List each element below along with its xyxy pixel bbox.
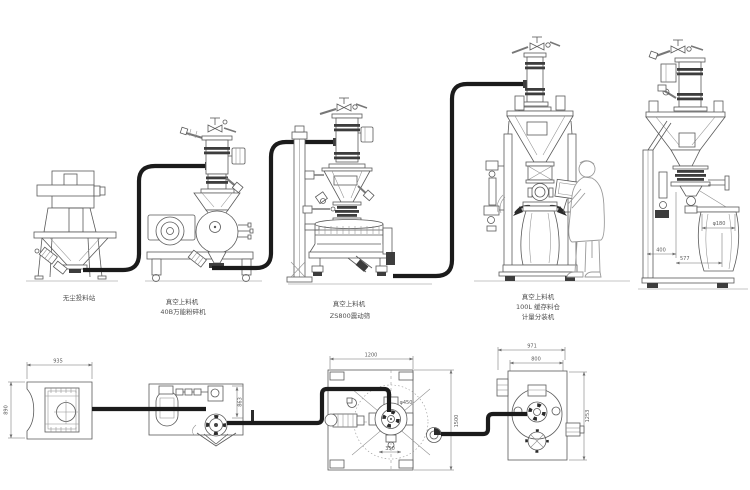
dim-plan4-depth: 1253	[585, 410, 591, 423]
dim-plan3-circle: φ450	[400, 400, 413, 406]
sampling-gun-icon	[187, 249, 207, 268]
station-labels: 无尘投料站 真空上料机 40B万能粉碎机 真空上料机 ZS800震动筛 真空上料…	[63, 292, 561, 321]
dim-plan3-offset: 350	[385, 446, 395, 452]
pulverizer-side-view	[145, 117, 262, 282]
feeding-station-side-view	[26, 170, 118, 282]
pipe-mill-to-sieve	[212, 139, 333, 271]
operator-figure	[566, 160, 605, 278]
plan-pipe-sieve-to-packer	[441, 411, 527, 437]
dim-plan3-depth: 1500	[454, 415, 460, 428]
dim-filler-diameter: φ180	[713, 221, 726, 227]
dim-plan3-width: 1200	[365, 353, 378, 359]
dim-plan1-width: 935	[53, 359, 63, 365]
plan-packer: 971 800 1253	[496, 344, 591, 461]
label-sieve: ZS800震动筛	[330, 311, 371, 320]
filler-side-view: φ180 400 577	[638, 39, 748, 290]
dim-filler-width: 400	[656, 248, 666, 254]
dim-plan4-inner: 800	[531, 357, 541, 363]
grate-ticks	[45, 388, 79, 432]
silo-packer-side-view	[474, 36, 630, 282]
sieve-side-view	[286, 97, 432, 285]
label-mill-feeder: 真空上料机	[166, 297, 199, 306]
dim-plan1-depth: 890	[4, 405, 10, 415]
dim-filler-depth: 577	[680, 256, 690, 262]
label-sieve-feeder: 真空上料机	[333, 299, 366, 308]
plan-pipe-mill-to-sieve	[227, 386, 392, 426]
plan-feeding-station: 935 890	[4, 359, 93, 440]
label-silo: 100L 缓存料仓	[516, 302, 561, 311]
filler-dimensions: φ180 400 577	[646, 192, 736, 267]
dim-plan2-depth: 863	[238, 397, 244, 407]
label-feeding-station: 无尘投料站	[63, 293, 96, 302]
label-packer: 计量分装机	[522, 312, 555, 321]
clamp-ring-ticks	[318, 226, 380, 234]
plan-sieve: 1200 1500 φ450 350	[324, 353, 460, 471]
pipe-sieve-to-silo	[393, 81, 524, 279]
label-mill: 40B万能粉碎机	[160, 307, 206, 316]
label-silo-feeder: 真空上料机	[522, 292, 555, 301]
pipe-station1-to-mill	[83, 163, 209, 273]
sampling-gun-icon	[38, 246, 58, 265]
plan-pulverizer: 863	[148, 383, 254, 447]
dim-plan4-outer: 971	[527, 344, 537, 350]
